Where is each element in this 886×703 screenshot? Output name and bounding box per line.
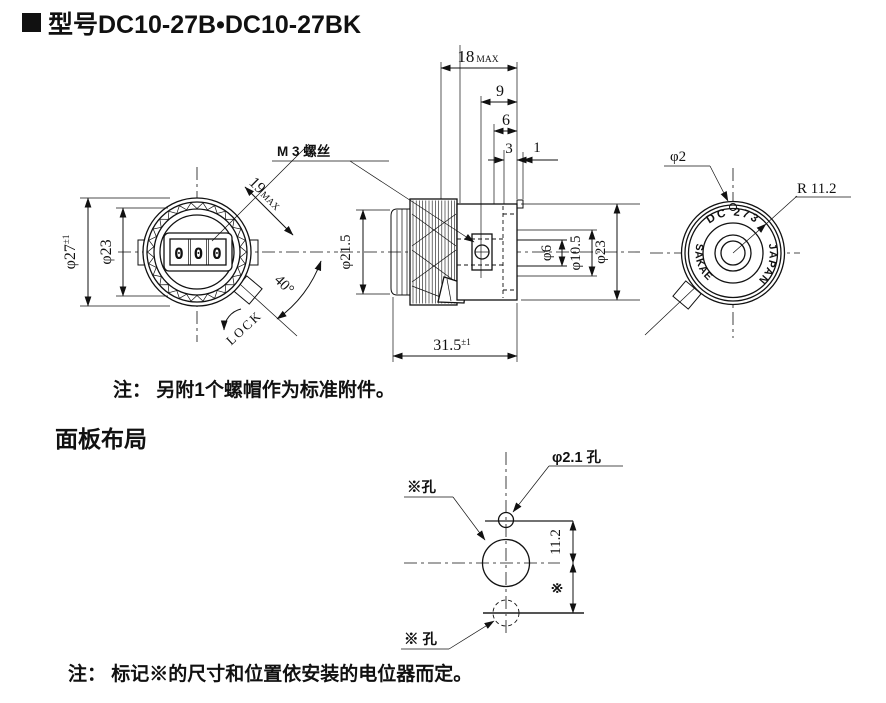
knurl-teeth-ring (146, 202, 247, 302)
dim-19-suffix: MAX (258, 190, 281, 213)
dim-ref-value: ※ (549, 582, 565, 594)
hole-small-callout: φ2.1 孔 (512, 449, 623, 513)
counter-window: 0 0 0 (163, 232, 233, 272)
pin-hole-2-1 (497, 511, 515, 529)
pin-hole-label: φ2 (670, 149, 686, 165)
dim-dia27-value: φ27 (62, 244, 79, 269)
dim-lock-angle: 40° (271, 260, 322, 320)
set-screw (471, 233, 493, 271)
back-ring-2 (684, 204, 782, 302)
radius-label: R 11.2 (797, 181, 836, 197)
dim-front-dia27: φ27±1 (61, 197, 170, 307)
radius-callout: R 11.2 (732, 181, 851, 254)
hole-main-label: ※孔 (407, 479, 436, 496)
knurl-hatch-line (411, 213, 457, 247)
back-lock-tab (672, 280, 702, 310)
dim-11-2: 11.2 (548, 520, 577, 564)
lock-direction-arrow (220, 308, 242, 331)
dim-side-dia23-value: φ23 (593, 240, 609, 264)
title-bullet-square (22, 13, 41, 32)
dim-dia10-5: φ10.5 (568, 229, 596, 277)
back-ring-4 (702, 222, 764, 284)
dim-3-value: 3 (505, 141, 513, 157)
hole-main-callout: ※孔 (404, 479, 486, 541)
knob-ring-4 (159, 214, 235, 290)
counter-digit-2: 0 (194, 244, 204, 263)
panel-layout-view: 11.2 ※ φ2.1 孔 ※孔 ※ 孔 (401, 449, 623, 650)
dim-dia21-5: φ21.5 (338, 209, 390, 295)
lock-annotation: LOCK (220, 307, 265, 348)
dim-dia23-value: φ23 (98, 239, 115, 264)
knob-ring-3 (153, 208, 241, 296)
dim-front-dia23: φ23 (98, 207, 168, 297)
optional-hole-dashed (492, 599, 520, 627)
pin-hole-callout: φ2 (664, 149, 729, 202)
dim-18-suffix: MAX (476, 55, 498, 65)
knurl-hatch-line (411, 249, 457, 283)
dim-side-dia23: φ23 (593, 203, 621, 301)
side-lock-tab-edge (446, 278, 452, 302)
counter-digit-3: 0 (212, 244, 222, 263)
dim-1-value: 1 (533, 140, 541, 156)
note-panel: 注： 标记※的尺寸和位置依安装的电位器而定。 (68, 662, 472, 685)
panel-layout-heading: 面板布局 (55, 426, 147, 452)
dim-dia6: φ6 (539, 239, 566, 267)
back-lock-axis-line (644, 280, 703, 336)
dim-31-5-value: 31.5 (433, 337, 461, 354)
hole-bottom-callout: ※ 孔 (401, 620, 495, 650)
back-shaft-boss (714, 234, 752, 272)
back-ring-3 (687, 207, 779, 299)
dim-18-value: 18 (457, 47, 474, 66)
screw-callout-label: M 3 螺丝 (277, 143, 331, 159)
dim-9-value: 9 (496, 83, 504, 100)
dim-dia21-5-value: φ21.5 (338, 235, 354, 270)
lock-tab-axis-line (230, 275, 298, 337)
dim-dia6-value: φ6 (539, 244, 555, 261)
note-accessory: 注： 另附1个螺帽作为标准附件。 (113, 378, 395, 401)
screw-clamp (471, 233, 493, 271)
lock-label: LOCK (223, 307, 265, 348)
back-view: DC 273 SAKAE JAPAN φ2 R 11.2 (644, 149, 851, 338)
counter-window-frame (163, 232, 233, 272)
dim-dia10-5-value: φ10.5 (568, 236, 584, 271)
back-shaft-hole (720, 240, 746, 266)
hole-bottom-label: ※ 孔 (404, 631, 438, 648)
pin-hole (729, 203, 737, 211)
counter-digit-1: 0 (174, 244, 184, 263)
knob-cap (390, 208, 410, 296)
svg-text:φ27±1: φ27±1 (61, 235, 79, 270)
svg-text:31.5±1: 31.5±1 (433, 337, 470, 354)
dim-11-2-value: 11.2 (548, 529, 564, 555)
main-mounting-hole (481, 538, 531, 588)
dim-6: 6 (493, 112, 518, 135)
hole-small-label: φ2.1 孔 (552, 449, 602, 466)
counter-window-inner (169, 238, 227, 266)
dim-length-31-5: 31.5±1 (392, 297, 518, 362)
angle-value: 40° (271, 272, 297, 298)
dim-31-5-tol: ±1 (461, 337, 470, 347)
dim-9: 9 (480, 83, 518, 106)
page-title: 型号DC10-27B•DC10-27BK (48, 11, 361, 39)
dim-ref: ※ (549, 562, 577, 614)
title-block: 型号DC10-27B•DC10-27BK (22, 11, 361, 39)
dim-3-and-1: 3 1 (488, 140, 558, 164)
screw-callout: M 3 螺丝 (272, 143, 475, 243)
dim-dia27-tol: ±1 (61, 235, 71, 244)
dim-6-value: 6 (502, 112, 510, 129)
front-view: 0 0 0 φ27±1 φ23 19MAX (61, 143, 338, 348)
